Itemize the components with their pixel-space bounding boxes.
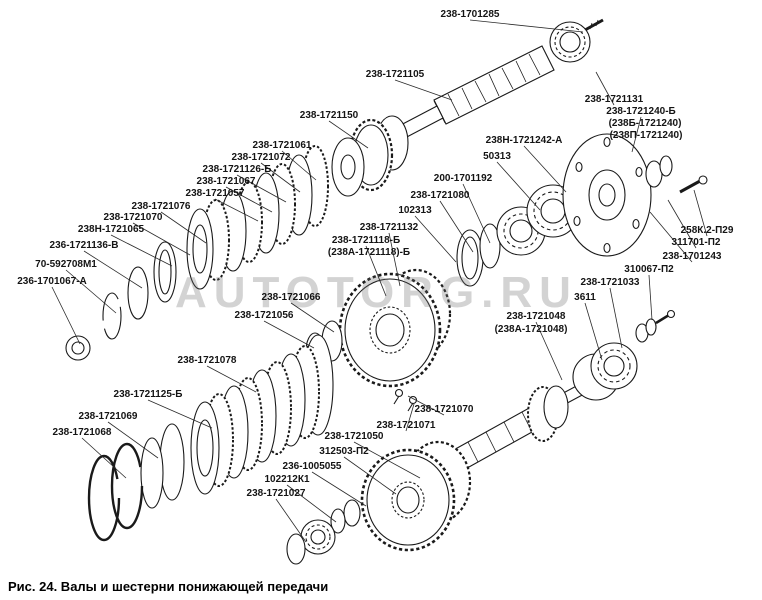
part-label: 238-1721132 xyxy=(359,221,419,233)
part-label: (238Б-1721240) xyxy=(608,117,682,129)
part-label: 238-1721061 xyxy=(252,139,312,151)
part-label: 312503-П2 xyxy=(319,445,369,457)
part-label: 238-1701243 xyxy=(662,250,722,262)
part-label: 238-1721050 xyxy=(324,430,384,442)
part-label: (238А-1721048) xyxy=(494,323,568,335)
part-label: 238-1721070 xyxy=(414,403,474,415)
part-label: 238-1721076 xyxy=(131,200,191,212)
part-label: 238-1701285 xyxy=(440,8,500,20)
figure-caption: Рис. 24. Валы и шестерни понижающей пере… xyxy=(8,579,329,594)
part-label: 311701-П2 xyxy=(671,236,721,248)
part-label: 238-1721131 xyxy=(584,93,644,105)
part-label: 70-592708М1 xyxy=(35,258,97,270)
part-label: 238Н-1721242-А xyxy=(485,134,563,146)
part-label: 238-1721056 xyxy=(234,309,294,321)
part-label: 238-1721080 xyxy=(410,189,470,201)
part-label: 102212К1 xyxy=(264,473,310,485)
part-label: 50313 xyxy=(483,150,511,162)
part-label: 102313 xyxy=(398,204,432,216)
part-label: 238-1721125-Б xyxy=(113,388,183,400)
part-label: 238-1721240-Б xyxy=(606,105,676,117)
part-label: 236-1005055 xyxy=(282,460,342,472)
part-label: 238-1721027 xyxy=(246,487,306,499)
part-label: (238А-1721118)-Б xyxy=(327,246,411,258)
part-label: 238Н-1721065 xyxy=(77,223,145,235)
part-label: 238-1721070 xyxy=(103,211,163,223)
part-label: 200-1701192 xyxy=(433,172,493,184)
part-label: 238-1721126-Б xyxy=(202,163,272,175)
part-label: 258К.2-П29 xyxy=(680,224,734,236)
part-label: 238-1721069 xyxy=(78,410,138,422)
part-label: 238-1721067 xyxy=(196,175,256,187)
part-label: 236-1701067-А xyxy=(17,275,87,287)
part-label: 238-1721071 xyxy=(376,419,436,431)
part-label: (238П-1721240) xyxy=(609,129,683,141)
part-label: 238-1721068 xyxy=(52,426,112,438)
part-label: 238-1721105 xyxy=(365,68,425,80)
part-label: 238-1721118-Б xyxy=(331,234,401,246)
part-label: 238-1721048 xyxy=(506,310,566,322)
part-label: 238-1721057 xyxy=(185,187,245,199)
part-label: 310067-П2 xyxy=(624,263,674,275)
part-label: 238-1721033 xyxy=(580,276,640,288)
part-label: 3611 xyxy=(574,291,596,303)
part-label: 238-1721072 xyxy=(231,151,291,163)
part-label: 236-1721136-В xyxy=(49,239,119,251)
part-label: 238-1721066 xyxy=(261,291,321,303)
part-label: 238-1721078 xyxy=(177,354,237,366)
part-label: 238-1721150 xyxy=(299,109,359,121)
